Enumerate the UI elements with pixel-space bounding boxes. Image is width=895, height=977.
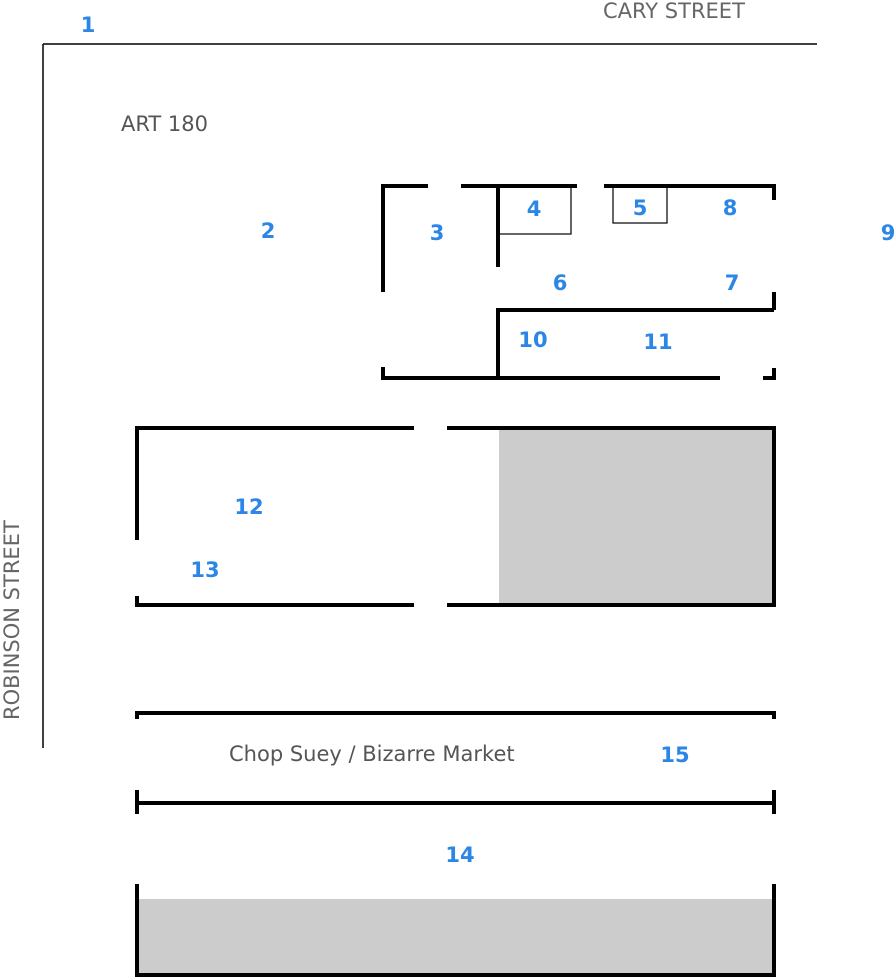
market-label: Chop Suey / Bizarre Market: [229, 742, 515, 766]
robinson-street-label: ROBINSON STREET: [0, 520, 24, 720]
marker-7[interactable]: 7: [725, 271, 740, 295]
marker-2[interactable]: 2: [261, 219, 276, 243]
cary-street-label: CARY STREET: [603, 0, 745, 23]
art180-label: ART 180: [121, 112, 208, 136]
bottom-building: [135, 884, 776, 977]
marker-1[interactable]: 1: [81, 13, 96, 37]
marker-8[interactable]: 8: [723, 196, 738, 220]
marker-5[interactable]: 5: [633, 196, 648, 220]
marker-14[interactable]: 14: [445, 843, 474, 867]
marker-9[interactable]: 9: [881, 221, 895, 245]
marker-6[interactable]: 6: [553, 271, 568, 295]
marker-10[interactable]: 10: [518, 328, 547, 352]
marker-15[interactable]: 15: [660, 743, 689, 767]
marker-11[interactable]: 11: [643, 330, 672, 354]
market-passage: [135, 711, 776, 814]
marker-4[interactable]: 4: [527, 197, 542, 221]
upper-building: [381, 184, 776, 380]
marker-12[interactable]: 12: [234, 495, 263, 519]
middle-building: [135, 426, 776, 607]
marker-13[interactable]: 13: [190, 558, 219, 582]
marker-3[interactable]: 3: [430, 221, 445, 245]
